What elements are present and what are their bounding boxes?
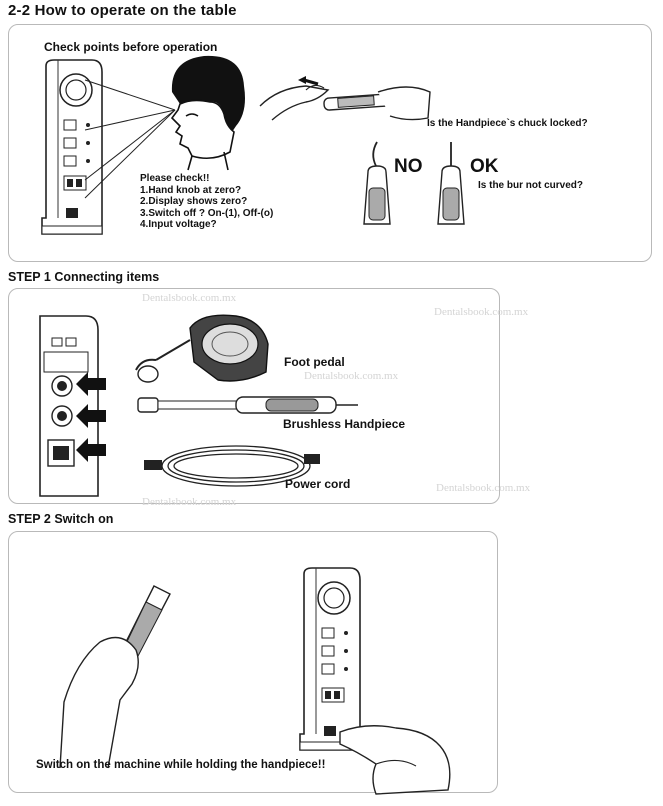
checklist-item: 1.Hand knob at zero? — [140, 184, 242, 196]
person-head-illustration — [170, 55, 245, 171]
curved-bur-handpiece — [363, 141, 391, 225]
sight-lines — [84, 79, 176, 199]
watermark: Dentalsbook.com.mx — [304, 370, 399, 382]
bur-question: Is the bur not curved? — [478, 180, 584, 191]
checklist-item: 4.Input voltage? — [140, 219, 217, 230]
foot-pedal-illustration — [135, 314, 269, 383]
finger-pressing-switch-illustration — [339, 725, 451, 795]
checklist-title: Please check!! — [140, 173, 210, 184]
check-points-heading: Check points before operation — [44, 40, 218, 54]
hands-with-handpiece-illustration — [259, 76, 431, 121]
hand-holding-handpiece-illustration — [59, 585, 171, 769]
port-arrows — [76, 372, 106, 462]
checklist-item: 2.Display shows zero? — [140, 196, 248, 207]
switch-on-caption: Switch on the machine while holding the … — [36, 759, 326, 771]
ok-label: OK — [470, 156, 499, 177]
brushless-handpiece-illustration — [137, 396, 358, 414]
no-label: NO — [394, 156, 423, 177]
page-title: 2-2 How to operate on the table — [8, 2, 237, 19]
power-cord-label: Power cord — [285, 477, 351, 491]
straight-bur-handpiece — [437, 142, 465, 225]
watermark: Dentalsbook.com.mx — [436, 482, 531, 494]
foot-pedal-label: Foot pedal — [284, 355, 345, 369]
control-unit-front-illustration — [299, 567, 361, 751]
control-unit-illustration — [41, 59, 103, 235]
checklist: Please check!! 1.Hand knob at zero? 2.Di… — [140, 173, 273, 231]
watermark: Dentalsbook.com.mx — [434, 306, 529, 318]
handpiece-label: Brushless Handpiece — [283, 417, 406, 431]
check-points-panel — [8, 24, 652, 262]
watermark: Dentalsbook.com.mx — [142, 496, 237, 508]
step2-heading: STEP 2 Switch on — [8, 512, 114, 526]
step1-heading: STEP 1 Connecting items — [8, 270, 160, 284]
power-cord-illustration — [144, 445, 320, 487]
chuck-question: Is the Handpiece`s chuck locked? — [427, 118, 588, 129]
checklist-item: 3.Switch off ? On-(1), Off-(o) — [140, 207, 274, 219]
watermark: Dentalsbook.com.mx — [142, 292, 237, 304]
